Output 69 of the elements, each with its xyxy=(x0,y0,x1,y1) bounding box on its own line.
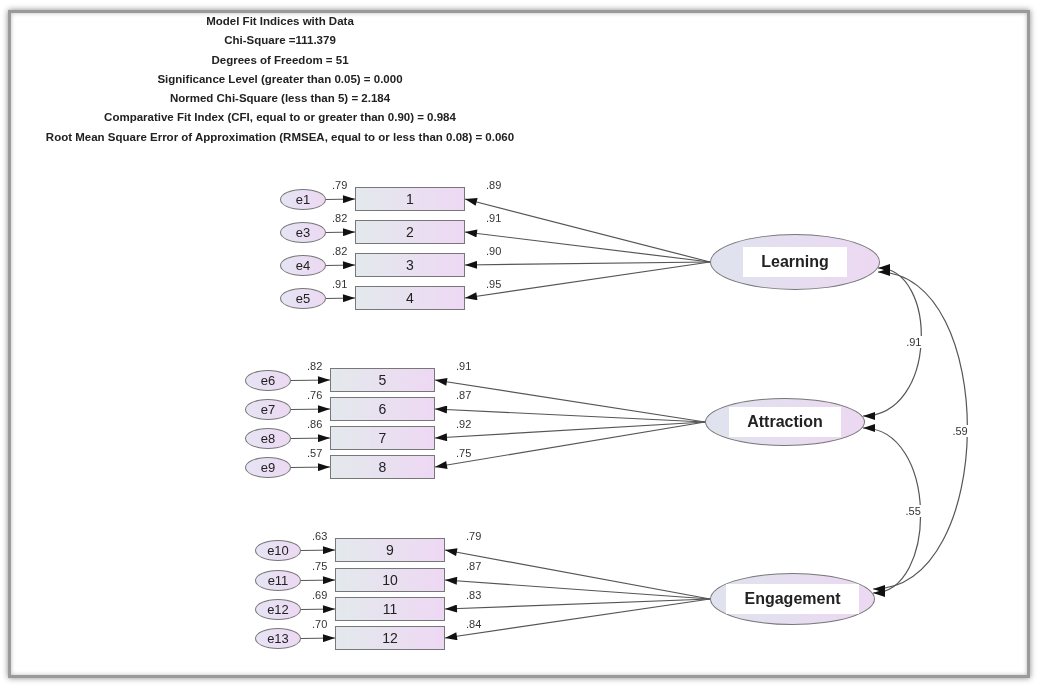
observed-variable-box: 1 xyxy=(355,187,465,211)
edge-label: .86 xyxy=(306,418,324,430)
path-arrow xyxy=(325,294,356,303)
observed-variable-box: 6 xyxy=(330,397,435,421)
observed-variable-box: 3 xyxy=(355,253,465,277)
observed-variable-box: 2 xyxy=(355,220,465,244)
covariance-arrow xyxy=(862,266,922,418)
edge-label: .91 xyxy=(331,278,349,290)
fit-index-note: Significance Level (greater than 0.05) = 0.000 xyxy=(157,71,403,87)
path-arrow xyxy=(325,228,356,237)
observed-variable-box: 7 xyxy=(330,426,435,450)
fit-index-note: Normed Chi-Square (less than 5) = 2.184 xyxy=(169,91,391,107)
fit-index-note: Comparative Fit Index (CFI, equal to or greater than 0.90) = 0.984 xyxy=(104,110,456,126)
edge-label: .69 xyxy=(311,589,329,601)
edge-label: .63 xyxy=(311,530,329,542)
variable-label: Engagement xyxy=(726,584,859,614)
observed-variable-box: 9 xyxy=(335,538,445,562)
edge-label: .89 xyxy=(485,179,503,191)
edge-label: .87 xyxy=(455,389,473,401)
path-arrow xyxy=(464,261,711,301)
path-arrow xyxy=(434,421,706,442)
covariance-arrow xyxy=(872,270,968,591)
edge-label: .87 xyxy=(465,560,483,572)
edge-label: .79 xyxy=(331,179,349,191)
variable-label: Learning xyxy=(743,247,847,277)
edge-label: .82 xyxy=(331,245,349,257)
edge-label: .91 xyxy=(455,360,473,372)
observed-variable-box: 5 xyxy=(330,368,435,392)
edge-label: .82 xyxy=(306,360,324,372)
observed-variable-box: 4 xyxy=(355,286,465,310)
path-arrow xyxy=(290,434,331,443)
path-arrow xyxy=(444,598,711,613)
edge-label: .84 xyxy=(465,618,483,630)
edge-label: .76 xyxy=(306,389,324,401)
covariance-arrow xyxy=(862,426,922,595)
fit-index-note: Chi-Square =111.379 xyxy=(224,33,336,49)
edge-label: .82 xyxy=(331,212,349,224)
path-arrow xyxy=(434,421,706,469)
path-arrow xyxy=(300,546,336,555)
edge-label: .83 xyxy=(465,589,483,601)
edge-label: .75 xyxy=(311,560,329,572)
observed-variable-box: 12 xyxy=(335,626,445,650)
fit-index-note: Degrees of Freedom = 51 xyxy=(211,52,349,68)
edge-label: .79 xyxy=(465,530,483,542)
edge-label: .90 xyxy=(485,245,503,257)
edge-label: .91 xyxy=(485,212,503,224)
edge-label: .57 xyxy=(306,447,324,459)
path-arrow xyxy=(300,576,336,585)
edge-label: .95 xyxy=(485,278,503,290)
fit-index-note: Root Mean Square Error of Approximation (RMSEA, equal to or less than 0.08) = 0.060 xyxy=(45,129,515,145)
edge-label: .91 xyxy=(905,336,923,348)
edge-label: .75 xyxy=(455,447,473,459)
path-arrow xyxy=(444,598,711,641)
observed-variable-box: 8 xyxy=(330,455,435,479)
observed-variable-box: 10 xyxy=(335,568,445,592)
path-arrow xyxy=(325,261,356,270)
path-arrow xyxy=(325,195,356,204)
path-arrow xyxy=(434,405,706,423)
edge-label: .70 xyxy=(311,618,329,630)
path-arrow xyxy=(290,405,331,414)
variable-label: Attraction xyxy=(729,407,841,437)
diagram-title: Model Fit Indices with Data xyxy=(206,14,354,29)
path-arrow xyxy=(290,376,331,385)
edge-label: .92 xyxy=(455,418,473,430)
path-arrow xyxy=(464,260,711,269)
observed-variable-box: 11 xyxy=(335,597,445,621)
path-arrow xyxy=(300,634,336,643)
path-arrow xyxy=(300,605,336,614)
path-arrow xyxy=(290,463,331,472)
